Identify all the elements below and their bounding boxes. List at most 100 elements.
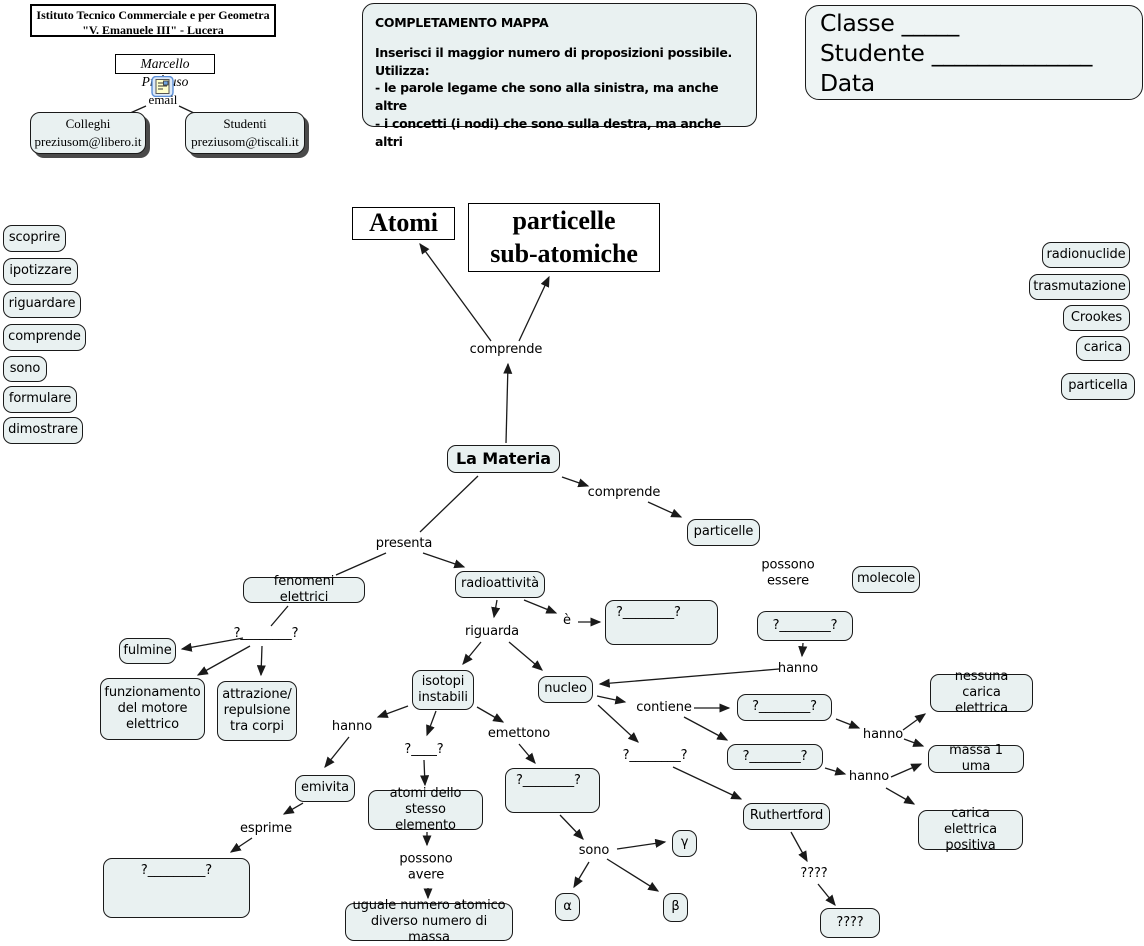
map-edge bbox=[835, 718, 861, 729]
link-label-q4-label[interactable]: ???? bbox=[800, 866, 828, 882]
link-label-hanno-right-2[interactable]: hanno bbox=[848, 769, 890, 785]
contact-node-colleghi[interactable]: Colleghi preziusom@libero.it bbox=[30, 112, 146, 154]
node-q-esprime-target[interactable]: ?_________? bbox=[103, 858, 250, 918]
node-ruthertford[interactable]: Ruthertford bbox=[743, 803, 830, 830]
node-isotopi-instabili[interactable]: isotopi instabili bbox=[412, 670, 474, 710]
link-label-comprende-right[interactable]: comprende bbox=[587, 485, 661, 501]
node-attrazione-repulsione[interactable]: attrazione/ repulsione tra corpi bbox=[217, 681, 297, 741]
node-molecole[interactable]: molecole bbox=[852, 566, 920, 593]
map-edge bbox=[422, 552, 466, 569]
node-massa-1-uma[interactable]: massa 1 uma bbox=[928, 743, 1024, 774]
node-alpha[interactable]: α bbox=[555, 893, 580, 921]
link-label-sono[interactable]: sono bbox=[578, 843, 610, 859]
map-edge bbox=[523, 599, 558, 614]
node-q-contiene-1[interactable]: ?________? bbox=[737, 694, 832, 721]
studente-field: Studente ______________ bbox=[820, 38, 1093, 67]
word-bank-item-radionuclide[interactable]: radionuclide bbox=[1042, 242, 1130, 268]
institute-title-box: Istituto Tecnico Commerciale e per Geome… bbox=[30, 4, 276, 37]
map-edge bbox=[598, 668, 780, 688]
word-bank-item-formulare[interactable]: formulare bbox=[3, 386, 77, 413]
word-bank-item-scoprire[interactable]: scoprire bbox=[3, 225, 66, 252]
node-uguale-numero[interactable]: uguale numero atomico diverso numero di … bbox=[345, 898, 513, 945]
map-edge bbox=[597, 704, 639, 743]
email-attachment-icon[interactable] bbox=[151, 75, 174, 101]
student-form-box: Classe _____ Studente ______________ Dat… bbox=[805, 5, 1143, 100]
map-edge bbox=[790, 831, 808, 863]
link-label-esprime[interactable]: esprime bbox=[240, 821, 292, 837]
node-q-emettono-target[interactable]: ?________? bbox=[505, 768, 600, 813]
node-particelle[interactable]: particelle bbox=[687, 519, 760, 546]
node-q-e-target[interactable]: ?________? bbox=[605, 600, 718, 645]
node-funzionamento-motore[interactable]: funzionamento del motore elettrico bbox=[100, 678, 205, 740]
link-label-q-link-nucleo[interactable]: ?________? bbox=[622, 748, 688, 764]
link-label-possono-essere[interactable]: possono essere bbox=[761, 557, 815, 588]
link-label-hanno-right-1[interactable]: hanno bbox=[862, 727, 904, 743]
node-q-contiene-2[interactable]: ?________? bbox=[727, 744, 823, 770]
map-edge bbox=[420, 759, 430, 787]
map-edge bbox=[606, 858, 660, 892]
node-nessuna-carica[interactable]: nessuna carica elettrica bbox=[930, 669, 1033, 716]
map-edge bbox=[503, 362, 513, 444]
contact-email: preziusom@libero.it bbox=[34, 134, 142, 150]
map-edge bbox=[324, 736, 350, 769]
map-edge bbox=[824, 766, 847, 776]
contact-title: Studenti bbox=[223, 116, 267, 131]
word-bank-item-comprende[interactable]: comprende bbox=[3, 324, 86, 351]
map-edge bbox=[180, 637, 244, 652]
word-bank-item-ipotizzare[interactable]: ipotizzare bbox=[3, 258, 78, 285]
link-label-q-link-isotopi[interactable]: ?____? bbox=[404, 742, 444, 758]
node-q-possono-essere[interactable]: ?________? bbox=[757, 611, 853, 641]
link-label-contiene[interactable]: contiene bbox=[636, 700, 692, 716]
word-bank-item-riguardare[interactable]: riguardare bbox=[3, 291, 81, 318]
node-carica-positiva[interactable]: carica elettrica positiva bbox=[918, 806, 1023, 853]
link-label-hanno-particelle[interactable]: hanno bbox=[777, 661, 819, 677]
word-bank-item-dimostrare[interactable]: dimostrare bbox=[3, 417, 83, 444]
map-edge bbox=[476, 706, 505, 723]
contact-title: Colleghi bbox=[65, 116, 111, 131]
map-edge bbox=[683, 716, 729, 741]
map-edge bbox=[518, 275, 550, 342]
instructions-title: COMPLETAMENTO MAPPA bbox=[375, 15, 549, 30]
map-edge bbox=[491, 599, 501, 619]
word-bank-item-Crookes[interactable]: Crookes bbox=[1063, 305, 1130, 331]
word-bank-item-trasmutazione[interactable]: trasmutazione bbox=[1029, 274, 1130, 300]
map-edge bbox=[561, 476, 590, 488]
map-edge bbox=[559, 814, 584, 840]
node-nucleo[interactable]: nucleo bbox=[538, 676, 593, 703]
node-gamma[interactable]: γ bbox=[672, 830, 697, 857]
node-atomi-title[interactable]: Atomi bbox=[352, 207, 455, 240]
contact-email: preziusom@tiscali.it bbox=[191, 134, 299, 150]
node-fenomeni-elettrici[interactable]: fenomeni elettrici bbox=[243, 574, 365, 605]
instructions-line: - i concetti (i nodi) che sono sulla des… bbox=[375, 115, 721, 149]
map-edge bbox=[270, 605, 289, 627]
node-fulmine[interactable]: fulmine bbox=[119, 638, 176, 664]
word-bank-item-sono[interactable]: sono bbox=[3, 356, 47, 382]
link-label-comprende-top[interactable]: comprende bbox=[469, 342, 543, 358]
link-label-presenta[interactable]: presenta bbox=[375, 536, 433, 552]
link-label-e-verb[interactable]: è bbox=[563, 613, 571, 629]
word-bank-item-carica[interactable]: carica bbox=[1076, 336, 1130, 361]
author-name-box[interactable]: Marcello Preziuso bbox=[115, 54, 215, 89]
map-edge bbox=[419, 475, 479, 533]
map-edge bbox=[885, 787, 916, 805]
node-radioattivita[interactable]: radioattività bbox=[455, 571, 545, 598]
map-edge bbox=[647, 501, 683, 518]
link-label-hanno-isotopi[interactable]: hanno bbox=[331, 719, 373, 735]
node-la-materia[interactable]: La Materia bbox=[447, 445, 560, 473]
link-label-riguarda[interactable]: riguarda bbox=[465, 624, 519, 640]
link-label-possono-avere[interactable]: possono avere bbox=[399, 851, 453, 882]
word-bank-item-particella[interactable]: particella bbox=[1061, 373, 1135, 400]
link-label-q-link-fenomeni[interactable]: ?________? bbox=[233, 626, 299, 642]
map-edge bbox=[376, 705, 409, 718]
link-label-emettono[interactable]: emettono bbox=[487, 726, 551, 742]
node-q4-node[interactable]: ???? bbox=[820, 908, 880, 938]
node-atomi-stesso-elemento[interactable]: atomi dello stesso elemento bbox=[368, 786, 483, 833]
map-edge bbox=[462, 641, 482, 666]
map-edge bbox=[596, 695, 627, 705]
node-emivita[interactable]: emivita bbox=[295, 775, 355, 802]
instructions-line: Inserisci il maggior numero di proposizi… bbox=[375, 44, 732, 60]
node-particelle-subatomiche[interactable]: particelle sub-atomiche bbox=[468, 203, 660, 272]
contact-node-studenti[interactable]: Studenti preziusom@tiscali.it bbox=[185, 112, 305, 154]
node-beta[interactable]: β bbox=[663, 893, 688, 922]
